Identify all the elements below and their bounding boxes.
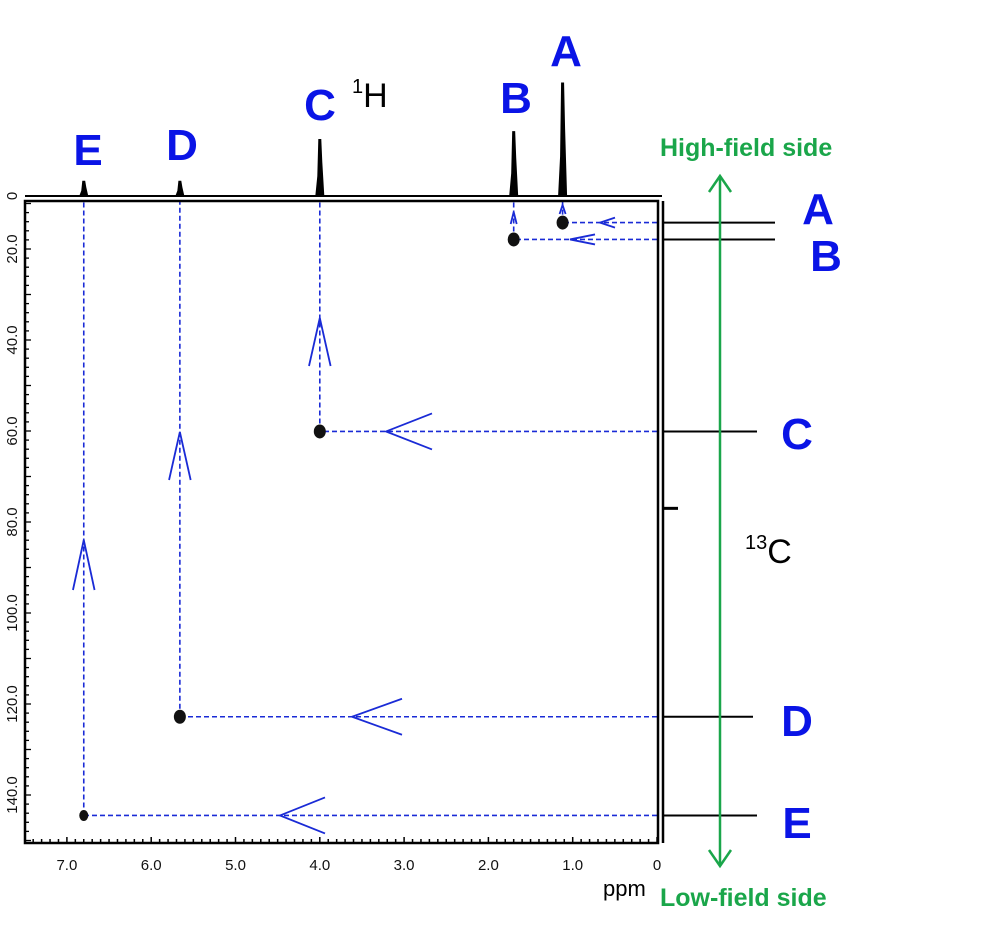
cross-peaks	[79, 215, 569, 821]
proton-mass-number: 1	[352, 76, 363, 98]
proton-peak-label-C: C	[304, 81, 336, 130]
correlation-guides	[72, 201, 657, 835]
proton-trace-zero-label: 0	[4, 192, 21, 200]
carbon-1d-trace	[661, 201, 775, 843]
field-direction-arrow	[707, 173, 733, 869]
x-axis: 7.0 6.0 5.0 4.0 3.0 2.0 1.0 0	[32, 837, 661, 874]
cross-peak-C	[313, 424, 326, 439]
proton-peak-label-B: B	[500, 74, 532, 123]
y-tick-label: 140.0	[4, 776, 21, 814]
y-tick-label: 80.0	[4, 507, 21, 536]
proton-peak-label-A: A	[550, 27, 582, 76]
plot-border	[23, 199, 660, 845]
horizontal-arrowhead-E	[277, 796, 326, 835]
proton-axis-label: 1H	[352, 76, 388, 115]
x-tick-label: 5.0	[225, 857, 246, 874]
vertical-arrowhead-C	[308, 317, 332, 367]
y-tick-label: 60.0	[4, 416, 21, 445]
proton-peak-A	[558, 82, 568, 197]
y-axis: 20.0 40.0 60.0 80.0 100.0 120.0 140.0 0	[4, 192, 31, 842]
proton-peak-label-E: E	[73, 126, 102, 175]
y-tick-label: 20.0	[4, 234, 21, 263]
low-field-label: Low-field side	[660, 884, 827, 912]
carbon-symbol: C	[767, 533, 792, 571]
proton-peak-C	[315, 139, 325, 197]
cross-peak-B	[507, 232, 520, 247]
horizontal-arrowhead-A	[597, 216, 616, 229]
carbon-peak-label-A: A	[802, 185, 834, 234]
proton-peak-D	[175, 180, 185, 197]
vertical-arrowhead-B	[509, 211, 518, 225]
y-tick-label: 40.0	[4, 325, 21, 354]
x-tick-label: 4.0	[309, 857, 330, 874]
cross-peak-D	[173, 709, 186, 724]
carbon-peak-label-E: E	[782, 799, 811, 848]
carbon-peak-label-B: B	[810, 232, 842, 281]
carbon-peak-label-D: D	[781, 697, 813, 746]
x-tick-label: 7.0	[56, 857, 77, 874]
carbon-mass-number: 13	[745, 532, 767, 554]
x-tick-label: 6.0	[141, 857, 162, 874]
proton-peak-label-D: D	[166, 121, 198, 170]
vertical-arrowhead-E	[72, 539, 96, 591]
x-tick-label: 2.0	[478, 857, 499, 874]
vertical-arrowhead-A	[558, 202, 567, 215]
x-tick-label: 1.0	[562, 857, 583, 874]
proton-symbol: H	[363, 77, 388, 115]
carbon-peak-label-C: C	[781, 410, 813, 459]
plot-frame	[23, 199, 660, 845]
horizontal-arrowhead-C	[383, 412, 433, 451]
y-tick-label: 120.0	[4, 685, 21, 723]
proton-peak-E	[79, 180, 89, 197]
cross-peak-A	[556, 215, 569, 230]
y-tick-label: 100.0	[4, 594, 21, 632]
high-field-label: High-field side	[660, 134, 832, 162]
horizontal-arrowhead-B	[569, 233, 596, 246]
x-tick-label: 0	[653, 857, 661, 874]
cross-peak-E	[79, 809, 89, 821]
horizontal-arrowhead-D	[349, 697, 403, 736]
proton-peak-B	[509, 131, 519, 197]
vertical-arrowhead-D	[168, 431, 192, 481]
proton-1d-trace	[25, 82, 662, 197]
carbon-axis-label: 13C	[745, 532, 792, 571]
x-tick-label: 3.0	[394, 857, 415, 874]
x-axis-unit: ppm	[603, 876, 646, 901]
